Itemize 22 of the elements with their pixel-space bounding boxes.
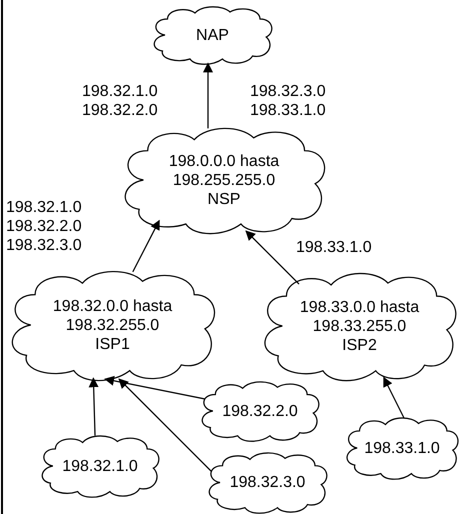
cloud-label: 198.33.0.0 hasta 198.33.255.0: [298, 298, 420, 336]
cloud-label: 198.33.1.0: [363, 438, 441, 458]
address-label: 198.32.3.0 198.33.1.0: [250, 82, 327, 120]
cloud-label: NAP: [195, 26, 230, 44]
cloud-label: 198.32.3.0: [228, 473, 306, 492]
cloud-label: 198.32.0.0 hasta 198.32.255.0: [52, 296, 174, 334]
address-label: 198.33.1.0: [296, 238, 373, 257]
arrow: [203, 62, 213, 128]
arrow: [88, 377, 99, 436]
cloud-label: 198.32.2.0: [221, 402, 299, 420]
cloud-label: ISP2: [341, 336, 378, 354]
arrow: [245, 230, 300, 284]
address-label: 198.32.1.0 198.32.2.0: [82, 82, 159, 120]
cloud-label: ISP1: [94, 334, 131, 354]
arrow: [132, 220, 160, 272]
arrow: [104, 376, 206, 400]
cloud-label: 198.0.0.0 hasta 198.255.255.0: [168, 152, 280, 190]
cloud-label: 198.32.1.0: [61, 456, 139, 476]
address-label: 198.32.1.0 198.32.2.0 198.32.3.0: [6, 198, 83, 255]
arrow: [383, 376, 404, 418]
arrow: [118, 378, 212, 472]
cloud-label: NSP: [206, 190, 242, 208]
